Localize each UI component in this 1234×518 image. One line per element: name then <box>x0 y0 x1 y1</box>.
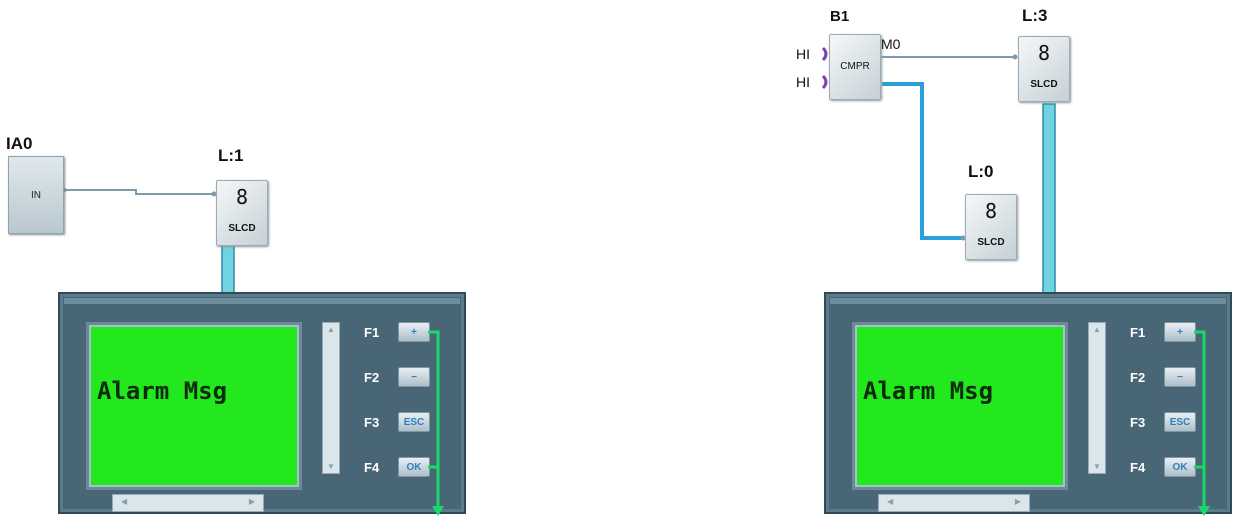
horizontal-scrollbar[interactable]: ◀ ▶ <box>112 494 264 512</box>
scroll-left-icon[interactable]: ◀ <box>121 497 128 506</box>
display-block-title: L:3 <box>1022 6 1048 25</box>
horizontal-scrollbar[interactable]: ◀ ▶ <box>878 494 1030 512</box>
slcd-block[interactable]: 8 SLCD <box>965 194 1017 260</box>
plus-button[interactable]: + <box>1164 322 1196 342</box>
seven-segment-icon: 8 <box>1037 41 1051 65</box>
input-block-text: IN <box>31 189 41 201</box>
lcd-screen: Alarm Msg <box>852 322 1068 490</box>
analog-input-block[interactable]: IN <box>8 156 64 234</box>
lcd-screen: Alarm Msg <box>86 322 302 490</box>
wire-terminal <box>960 235 966 241</box>
slcd-tag: SLCD <box>228 223 256 234</box>
minus-button[interactable]: − <box>1164 367 1196 387</box>
slcd-block[interactable]: 8 SLCD <box>1018 36 1070 102</box>
slcd-tag: SLCD <box>977 237 1005 248</box>
display-block-title: L:1 <box>218 146 244 165</box>
key-label-f1: F1 <box>1130 325 1146 340</box>
screen-message: Alarm Msg <box>863 377 994 405</box>
compare-input-label-2: HI <box>796 74 810 90</box>
minus-button[interactable]: − <box>398 367 430 387</box>
key-label-f3: F3 <box>364 415 380 430</box>
esc-button[interactable]: ESC <box>1164 412 1196 432</box>
compare-output-label: M0 <box>881 36 901 52</box>
key-label-f4: F4 <box>364 460 380 475</box>
scroll-right-icon[interactable]: ▶ <box>1014 497 1021 506</box>
hmi-panel: Alarm Msg ▲ ▼ ◀ ▶ F1 + F2 − F3 ESC F4 OK <box>824 292 1232 516</box>
compare-input-label-1: HI <box>796 46 810 62</box>
key-status-line <box>428 330 444 516</box>
input-block-title: IA0 <box>6 134 33 153</box>
ok-button[interactable]: OK <box>398 457 430 477</box>
slcd-tag: SLCD <box>1030 79 1058 90</box>
slcd-block[interactable]: 8 SLCD <box>216 180 268 246</box>
seven-segment-icon: 8 <box>235 185 249 209</box>
key-status-line <box>1194 330 1210 516</box>
scroll-up-icon[interactable]: ▲ <box>1093 325 1101 334</box>
input-connector-hi-1 <box>821 46 828 62</box>
key-label-f3: F3 <box>1130 415 1146 430</box>
plus-button[interactable]: + <box>398 322 430 342</box>
key-label-f1: F1 <box>364 325 380 340</box>
panel-top-bar <box>64 298 460 304</box>
key-label-f2: F2 <box>364 370 380 385</box>
scroll-down-icon[interactable]: ▼ <box>327 462 335 471</box>
wire-terminal <box>211 191 217 197</box>
compare-tag: CMPR <box>840 61 870 72</box>
scroll-right-icon[interactable]: ▶ <box>248 497 255 506</box>
ok-button[interactable]: OK <box>1164 457 1196 477</box>
compare-block-title: B1 <box>830 8 850 25</box>
wire-cmpr-to-l0 <box>882 82 963 240</box>
scroll-down-icon[interactable]: ▼ <box>1093 462 1101 471</box>
screen-message: Alarm Msg <box>97 377 228 405</box>
vertical-scrollbar[interactable]: ▲ ▼ <box>1088 322 1106 474</box>
scroll-up-icon[interactable]: ▲ <box>327 325 335 334</box>
panel-top-bar <box>830 298 1226 304</box>
seven-segment-icon: 8 <box>984 199 998 223</box>
compare-block[interactable]: CMPR <box>829 34 881 100</box>
esc-button[interactable]: ESC <box>398 412 430 432</box>
input-connector-hi-2 <box>821 74 828 90</box>
scroll-left-icon[interactable]: ◀ <box>887 497 894 506</box>
key-label-f4: F4 <box>1130 460 1146 475</box>
display-block-title: L:0 <box>968 162 994 181</box>
wire-ia0-to-l1 <box>62 189 214 195</box>
key-label-f2: F2 <box>1130 370 1146 385</box>
vertical-scrollbar[interactable]: ▲ ▼ <box>322 322 340 474</box>
wire-terminal <box>1012 54 1018 60</box>
hmi-panel: Alarm Msg ▲ ▼ ◀ ▶ F1 + F2 − F3 ESC F4 OK <box>58 292 466 516</box>
